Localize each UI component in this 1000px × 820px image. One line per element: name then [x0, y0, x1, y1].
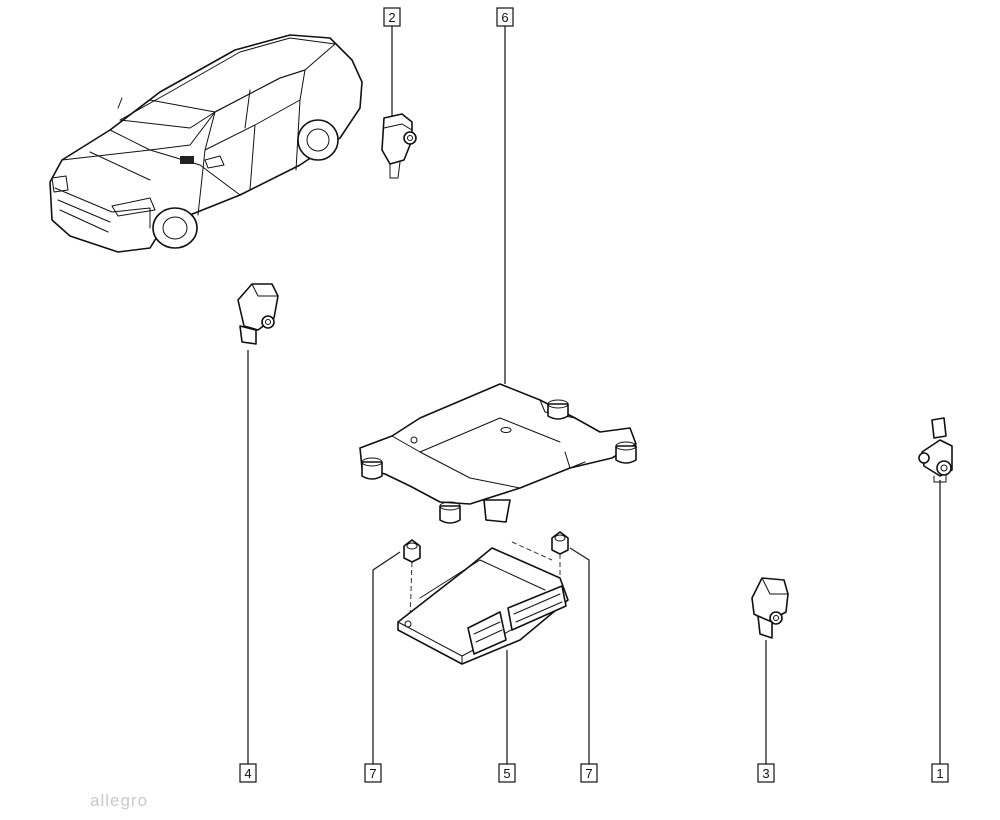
callout-2: 2 [383, 7, 401, 27]
impact-sensor [237, 283, 279, 345]
callout-7-right: 7 [580, 763, 598, 783]
callout-label: 7 [369, 766, 376, 781]
impact-sensor [381, 113, 417, 179]
callout-1: 1 [931, 763, 949, 783]
callout-label: 3 [762, 766, 769, 781]
nut [511, 531, 569, 580]
callout-label: 5 [503, 766, 510, 781]
mounting-bracket [359, 383, 637, 524]
callout-6: 6 [496, 7, 514, 27]
callout-4: 4 [239, 763, 257, 783]
impact-sensor [918, 417, 953, 483]
vehicle-illustration [49, 34, 363, 253]
impact-sensor [751, 577, 789, 639]
callout-label: 4 [244, 766, 251, 781]
callout-label: 6 [501, 10, 508, 25]
callout-label: 7 [585, 766, 592, 781]
nut [403, 539, 421, 621]
callout-5: 5 [498, 763, 516, 783]
leader-lines [247, 26, 941, 764]
callout-label: 1 [936, 766, 943, 781]
watermark: allegro [90, 791, 148, 810]
callout-label: 2 [388, 10, 395, 25]
callout-7-left: 7 [364, 763, 382, 783]
callout-3: 3 [757, 763, 775, 783]
control-unit [397, 547, 569, 665]
